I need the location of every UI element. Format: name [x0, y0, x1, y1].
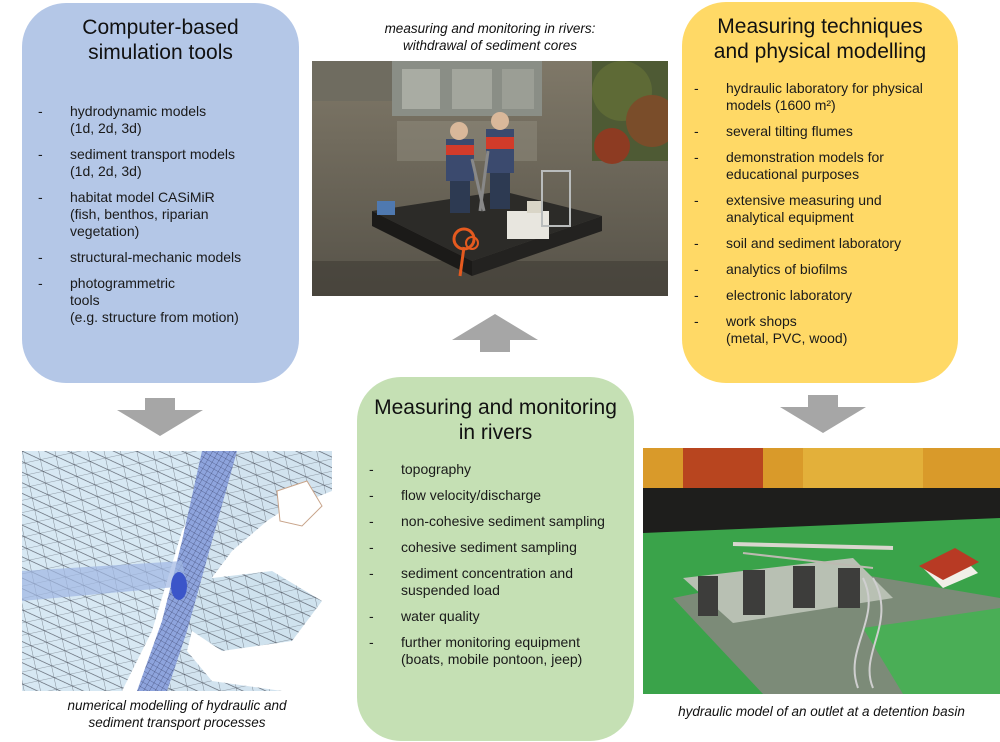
numerical-modelling-caption: numerical modelling of hydraulic and sed… — [67, 698, 287, 730]
mesh-model-graphic — [22, 451, 332, 691]
list-item: non-cohesive sediment sampling — [361, 513, 626, 530]
list-item: further monitoring equipment(boats, mobi… — [361, 634, 626, 668]
list-item: cohesive sediment sampling — [361, 539, 626, 556]
simulation-tools-list: hydrodynamic models (1d, 2d, 3d) sedimen… — [30, 103, 289, 326]
hydraulic-model-caption: hydraulic model of an outlet at a detent… — [678, 704, 965, 719]
list-item: habitat model CASiMiR (fish, benthos, ri… — [30, 189, 289, 240]
list-item: hydraulic laboratory for physicalmodels … — [686, 80, 952, 114]
top-photo-caption: measuring and monitoring in rivers: with… — [384, 21, 596, 53]
down-arrow-left — [117, 398, 203, 436]
river-monitoring-box: Measuring and monitoring in rivers topog… — [357, 377, 634, 741]
physical-modelling-box: Measuring techniques and physical modell… — [682, 2, 958, 383]
list-item: work shops(metal, PVC, wood) — [686, 313, 952, 347]
list-item: structural-mechanic models — [30, 249, 289, 266]
list-item: several tilting flumes — [686, 123, 952, 140]
hydraulic-model-photo — [643, 448, 1000, 694]
list-item: photogrammetric tools (e.g. structure fr… — [30, 275, 289, 326]
hydraulic-model-image — [643, 448, 1000, 694]
numerical-mesh-image — [22, 451, 332, 691]
list-item: analytics of biofilms — [686, 261, 952, 278]
list-item: hydrodynamic models (1d, 2d, 3d) — [30, 103, 289, 137]
list-item: topography — [361, 461, 626, 478]
simulation-tools-title: Computer-based simulation tools — [82, 16, 239, 64]
river-monitoring-title: Measuring and monitoring in rivers — [374, 396, 617, 444]
list-item: soil and sediment laboratory — [686, 235, 952, 252]
river-pontoon-image — [312, 61, 668, 296]
list-item: flow velocity/discharge — [361, 487, 626, 504]
simulation-tools-box: Computer-based simulation tools hydrodyn… — [22, 3, 299, 383]
up-arrow-center — [452, 314, 538, 352]
river-pontoon-photo — [312, 61, 668, 296]
list-item: sediment transport models (1d, 2d, 3d) — [30, 146, 289, 180]
river-monitoring-list: topography flow velocity/discharge non-c… — [361, 461, 626, 668]
physical-modelling-list: hydraulic laboratory for physicalmodels … — [686, 80, 952, 347]
physical-modelling-title: Measuring techniques and physical modell… — [713, 15, 927, 63]
down-arrow-right — [780, 395, 866, 433]
list-item: electronic laboratory — [686, 287, 952, 304]
list-item: water quality — [361, 608, 626, 625]
